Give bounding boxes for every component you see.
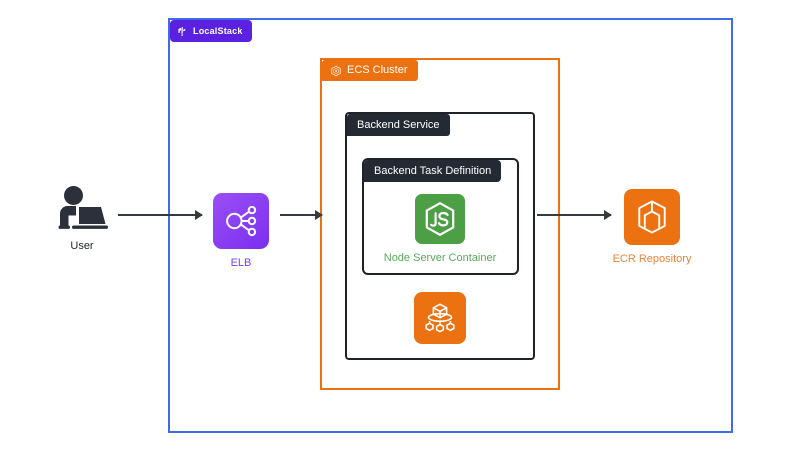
boundary-label-backend-service: Backend Service xyxy=(347,114,450,136)
node-elb-label: ELB xyxy=(230,257,252,269)
node-node-server-container: Node Server Container xyxy=(384,194,496,264)
node-user-label: User xyxy=(70,240,94,252)
boundary-label-localstack: LocalStack xyxy=(170,20,252,42)
user-with-laptop-icon xyxy=(54,186,110,232)
boundary-backend-service xyxy=(345,112,535,360)
boundary-localstack xyxy=(168,18,733,433)
connector-backend-service-to-ecr xyxy=(537,214,611,216)
node-ecs-service xyxy=(412,292,468,344)
node-ecr-repository: ECR Repository xyxy=(612,189,692,265)
node-user: User xyxy=(46,186,118,252)
boundary-label-ecs-cluster: ECS Cluster xyxy=(322,60,418,81)
aws-ecs-service-icon xyxy=(414,292,466,344)
elastic-load-balancer-icon xyxy=(213,193,269,249)
node-elb: ELB xyxy=(210,193,272,269)
localstack-logo-icon xyxy=(177,26,188,37)
boundary-backend-task-definition xyxy=(362,158,519,275)
boundary-label-ecs-cluster-text: ECS Cluster xyxy=(347,64,408,76)
connector-user-to-elb xyxy=(118,214,202,216)
boundary-ecs-cluster xyxy=(320,58,560,390)
boundary-label-backend-service-text: Backend Service xyxy=(357,118,440,131)
nodejs-icon xyxy=(415,194,465,244)
connector-elb-to-ecs-cluster xyxy=(280,214,322,216)
ecs-cluster-hexagon-icon xyxy=(330,65,342,77)
node-node-server-container-label: Node Server Container xyxy=(383,252,497,264)
boundary-label-backend-task-definition: Backend Task Definition xyxy=(364,160,502,182)
node-ecr-repository-label: ECR Repository xyxy=(612,253,692,265)
aws-ecr-repository-icon xyxy=(624,189,680,245)
boundary-label-backend-task-definition-text: Backend Task Definition xyxy=(374,164,492,177)
boundary-label-localstack-text: LocalStack xyxy=(193,25,243,36)
